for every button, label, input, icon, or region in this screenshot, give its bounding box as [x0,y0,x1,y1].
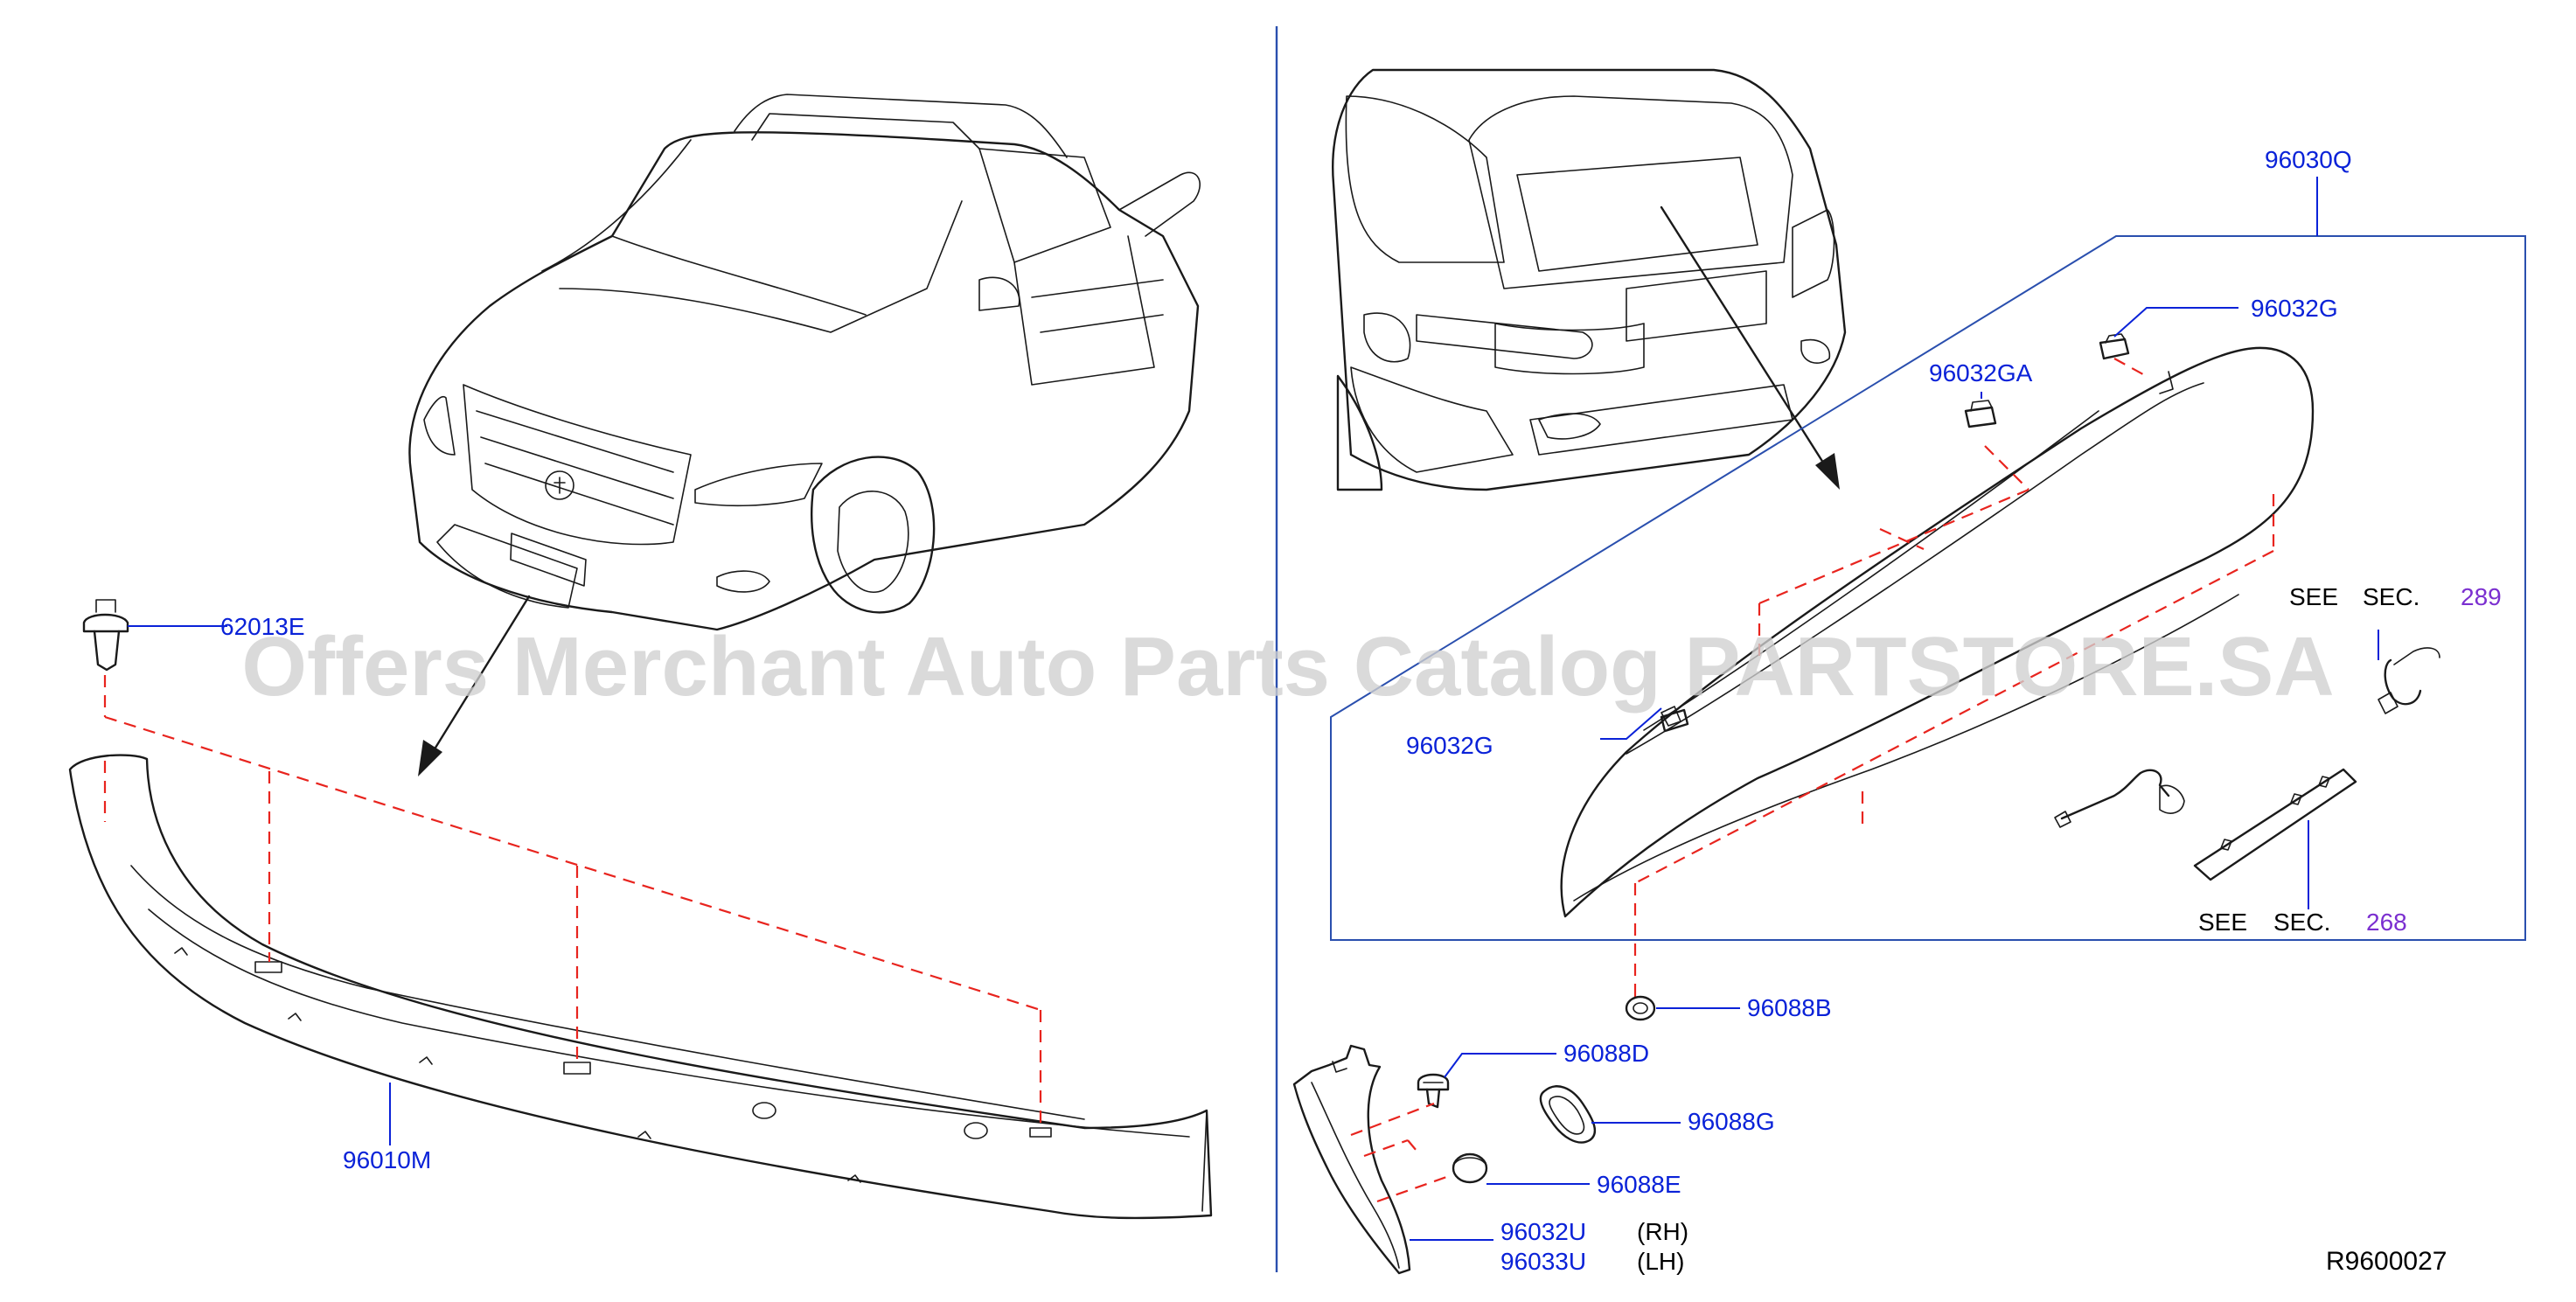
note-rh: (RH) [1637,1218,1688,1245]
clip-96032ga-shape [1964,400,1997,428]
wire-harness-shape [2054,769,2185,828]
label-96088g: 96088G [1688,1108,1775,1135]
rear-spoiler-shape [1560,346,2315,918]
side-spoiler-shape [1292,1044,1411,1275]
label-96010m: 96010M [343,1146,431,1173]
front-pointer-arrow [418,595,531,776]
clip-62013e-shape [82,599,129,672]
leader-96088d [1444,1053,1556,1078]
label-96032g-top: 96032G [2251,295,2338,322]
leader-96032g-lower [1600,707,1662,740]
sec-label-268: SEC. [2273,909,2330,936]
see-label-268: SEE [2198,909,2247,936]
rear-spoiler-assembly-frame [1330,177,2526,941]
sec-number-268: 268 [2366,909,2407,936]
sec-label-289: SEC. [2363,583,2419,610]
clip-96088d-shape [1417,1073,1450,1109]
stop-lamp-shape [2193,768,2357,881]
label-96032g-lower: 96032G [1406,732,1493,759]
rear-guide-lines [1633,358,2275,997]
rear-pointer-arrow [1660,205,1840,490]
grommet-96088b-shape [1625,995,1656,1021]
front-guide-lines [103,675,1042,1128]
label-96033u: 96033U [1500,1248,1586,1275]
label-96088d: 96088D [1563,1040,1649,1067]
diagram-reference-code: R9600027 [2326,1247,2447,1276]
watermark-text: Offers Merchant Auto Parts Catalog PARTS… [241,620,2334,714]
rear-vehicle-illustration [1332,68,1847,491]
clip-96032g-lower-shape [1660,708,1689,733]
sec-number-289: 289 [2461,583,2502,610]
label-96088e: 96088E [1597,1171,1681,1198]
front-vehicle-illustration [408,94,1201,631]
label-96032u: 96032U [1500,1218,1586,1245]
see-label-289: SEE [2289,583,2338,610]
clip-96032g-top-shape [2099,333,2130,360]
label-96088b: 96088B [1747,994,1832,1021]
seal-96088g-shape [1539,1085,1597,1144]
label-62013e: 62013E [220,613,305,640]
cap-96088e-shape [1452,1152,1488,1184]
label-96030q: 96030Q [2265,146,2352,173]
front-spoiler-shape [68,754,1213,1220]
leader-96032g-top [2113,307,2238,338]
label-96032ga: 96032GA [1929,359,2033,386]
note-lh: (LH) [1637,1248,1684,1275]
lamp-socket-289-shape [2378,647,2440,714]
side-guide-lines [1350,1102,1452,1203]
